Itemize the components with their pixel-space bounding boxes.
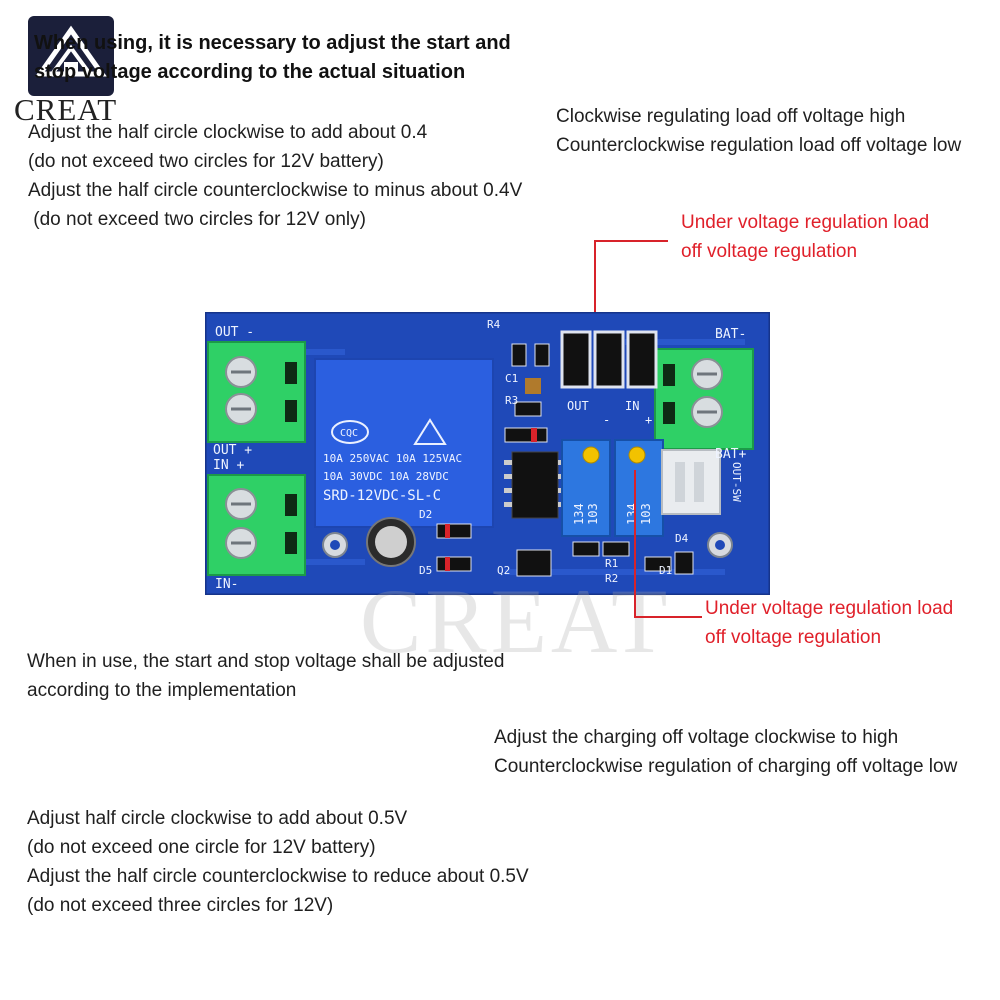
label-bat-minus: BAT- — [715, 327, 746, 342]
label-r4: R4 — [487, 318, 501, 331]
label-out-sw: OUT-SW — [730, 462, 743, 502]
relay-rating-2: 10A 30VDC 10A 28VDC — [323, 470, 449, 483]
label-bat-plus: BAT+ — [715, 447, 746, 462]
red-callout-top: Under voltage regulation load off voltag… — [681, 208, 929, 266]
label-out-minus: OUT - — [215, 325, 254, 340]
label-d2: D2 — [419, 508, 432, 521]
pot-1-code-b: 103 — [586, 503, 600, 525]
relay-brand: CQC — [340, 428, 358, 439]
label-pot-plus: + — [645, 413, 652, 427]
note-line: Counterclockwise regulation of charging … — [494, 756, 958, 777]
pcb-board: CQC 10A 250VAC 10A 125VAC 10A 30VDC 10A … — [205, 312, 770, 595]
logo-mark-icon — [28, 16, 114, 96]
callout-line: off voltage regulation — [705, 627, 882, 648]
terminal-in — [207, 474, 306, 576]
note-line: Adjust the half circle counterclockwise … — [27, 866, 529, 887]
callout-line: Under voltage regulation load — [705, 598, 954, 619]
terminal-bat — [654, 348, 754, 450]
watermark: CREAT — [360, 570, 672, 672]
note-line: (do not exceed three circles for 12V) — [27, 895, 334, 916]
pot-1-code-a: 134 — [572, 503, 586, 525]
note-line: (do not exceed one circle for 12V batter… — [27, 837, 376, 858]
label-r3: R3 — [505, 394, 518, 407]
label-in-minus: IN- — [215, 577, 238, 592]
label-out-plus: OUT + — [213, 443, 252, 458]
label-pot-in: IN — [625, 399, 639, 413]
brand-logo: CREAT — [14, 14, 124, 129]
left-top-notes: Adjust the half circle clockwise to add … — [28, 118, 522, 234]
pot-2-code-a: 134 — [625, 503, 639, 525]
callout-line: Under voltage regulation load — [681, 212, 930, 233]
pot-2-code-b: 103 — [639, 503, 653, 525]
label-r1: R1 — [605, 557, 618, 570]
potentiometer-2: 134 103 — [614, 439, 664, 537]
label-d1: D1 — [659, 564, 672, 577]
potentiometer-1: 134 103 — [561, 439, 611, 537]
note-line: Adjust the half circle counterclockwise … — [28, 180, 523, 201]
top-warning: When using, it is necessary to adjust th… — [34, 29, 511, 87]
relay-rating-1: 10A 250VAC 10A 125VAC — [323, 452, 462, 465]
note-line: (do not exceed two circles for 12V only) — [28, 209, 366, 230]
label-pot-minus: - — [603, 413, 610, 427]
label-c1: C1 — [505, 372, 518, 385]
mid-left-notes: When in use, the start and stop voltage … — [27, 647, 504, 705]
label-q2: Q2 — [497, 564, 510, 577]
electrolytic-capacitor — [366, 517, 416, 567]
label-d4: D4 — [675, 532, 689, 545]
top-warning-line: stop voltage according to the actual sit… — [34, 61, 466, 83]
right-top-notes: Clockwise regulating load off voltage hi… — [556, 102, 961, 160]
out-sw-connector — [661, 449, 721, 515]
red-callout-mid: Under voltage regulation load off voltag… — [705, 594, 953, 652]
callout-mid-vertical — [634, 470, 636, 618]
note-line: according to the implementation — [27, 680, 297, 701]
label-r2: R2 — [605, 572, 618, 585]
top-warning-line: When using, it is necessary to adjust th… — [34, 32, 511, 54]
logo-brand-text: CREAT — [14, 92, 118, 127]
terminal-out — [207, 341, 306, 443]
note-line: Adjust half circle clockwise to add abou… — [27, 808, 408, 829]
callout-line: off voltage regulation — [681, 241, 858, 262]
relay-model: SRD-12VDC-SL-C — [323, 488, 441, 504]
label-d5: D5 — [419, 564, 432, 577]
right-bottom-notes: Adjust the charging off voltage clockwis… — [494, 723, 957, 781]
ic-chip — [504, 451, 566, 519]
relay: CQC 10A 250VAC 10A 125VAC 10A 30VDC 10A … — [314, 358, 494, 528]
callout-mid-horizontal — [634, 616, 702, 618]
note-line: Counterclockwise regulation load off vol… — [556, 135, 962, 156]
note-line: Adjust the half circle clockwise to add … — [28, 122, 428, 143]
note-line: Clockwise regulating load off voltage hi… — [556, 106, 906, 127]
note-line: Adjust the charging off voltage clockwis… — [494, 727, 899, 748]
note-line: When in use, the start and stop voltage … — [27, 651, 505, 672]
label-pot-out: OUT — [567, 399, 589, 413]
note-line: (do not exceed two circles for 12V batte… — [28, 151, 384, 172]
callout-top-horizontal — [594, 240, 668, 242]
label-in-plus: IN + — [213, 458, 244, 473]
bottom-left-notes: Adjust half circle clockwise to add abou… — [27, 804, 529, 920]
